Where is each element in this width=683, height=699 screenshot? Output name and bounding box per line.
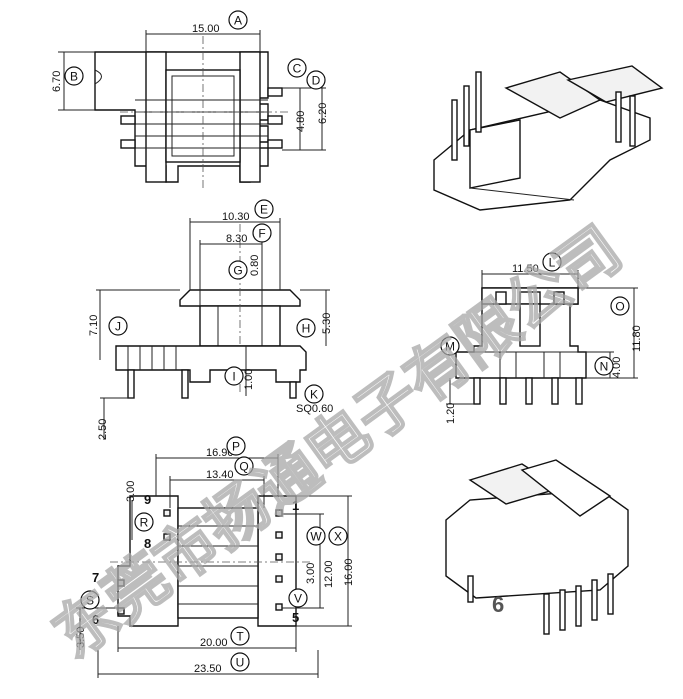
dim-A: 15.00 [192,23,220,35]
callout-circle-b [64,66,84,86]
callout-circle-j [108,316,128,336]
callout-circle-o [610,296,630,316]
dim-E: 10.30 [222,211,250,223]
dim-G: 0.80 [249,255,261,276]
callout-circle-e [254,199,274,219]
callout-circle-q [234,456,254,476]
callout-circle-p [226,436,246,456]
dim-U: 23.50 [194,663,222,675]
pin-8: 8 [144,536,151,551]
callout-letter-h: H [302,322,311,336]
dim-N: 4.00 [611,357,623,378]
pin-6: 6 [92,612,99,627]
dim-K-lower: 2.50 [97,419,109,440]
callout-letter-l: L [549,256,556,270]
callout-circle-d [306,70,326,90]
front-view-dimensions: 11.50 11.80 4.00 1.20 [445,263,643,424]
bottom-view [110,495,310,627]
callout-circle-g [228,260,248,280]
dim-O: 11.80 [631,325,643,352]
callout-circle-v [288,588,308,608]
top-view-dimensions: 15.00 6.70 4.80 6.20 [51,23,329,151]
callout-circle-i [224,366,244,386]
callout-circle-c [287,58,307,78]
callout-circle-s [80,590,100,610]
callout-letter-x: X [334,530,342,544]
isometric-bottom: 6 [445,459,629,635]
dim-L: 11.50 [512,263,539,275]
dim-X-outer: 16.00 [343,558,355,586]
side-view [115,224,307,399]
callout-circle-a [228,10,248,30]
top-view [94,36,290,190]
dim-F: 8.30 [226,233,247,245]
callout-letter-w: W [310,530,322,544]
callout-letter-o: O [615,300,624,314]
isometric-top [433,65,664,211]
dim-K: SQ0.60 [296,403,333,415]
dim-Q: 13.40 [206,469,234,481]
callout-letter-r: R [140,516,149,530]
callout-letter-q: Q [239,460,248,474]
callout-letter-v: V [294,592,302,606]
callout-circle-x [328,526,348,546]
callout-letter-k: K [310,388,318,402]
dim-H: 5.30 [321,313,333,334]
bottom-view-dimensions: 16.90 13.40 3.00 3.00 12.00 16.00 3.50 2… [75,447,355,678]
side-view-dimensions: 10.30 8.30 0.80 5.30 7.10 1.00 SQ0.60 2.… [88,211,333,440]
callout-circle-u [230,652,250,672]
callout-circle-r [134,512,154,532]
callout-letter-u: U [236,656,245,670]
callout-circle-m [440,336,460,356]
dim-R: 3.00 [125,481,137,502]
dim-CD2: 6.20 [317,103,329,124]
dim-B: 6.70 [51,71,63,92]
pin-labels: 1 5 6 7 8 9 [92,492,299,627]
model-number: 6 [492,592,504,617]
pin-7: 7 [92,570,99,585]
callout-letter-e: E [260,203,268,217]
callout-letter-a: A [234,14,242,28]
callout-letter-t: T [236,630,244,644]
callout-letter-d: D [312,74,321,88]
front-view [455,287,587,405]
dim-I: 1.00 [243,369,255,390]
callout-letter-s: S [86,594,94,608]
callout-letter-j: J [115,320,121,334]
callout-circle-f [252,223,272,243]
callout-letter-p: P [232,440,240,454]
dim-S: 3.50 [75,627,87,648]
callout-letter-i: I [232,370,235,384]
callout-letter-m: M [445,340,455,354]
pin-1: 1 [292,498,299,513]
callout-letter-b: B [70,70,78,84]
dim-M-lower: 1.20 [445,403,457,424]
callout-circle-h [296,318,316,338]
dim-P: 16.90 [206,447,234,459]
callout-circle-n [594,356,614,376]
dim-T: 20.00 [200,637,228,649]
callout-circle-k [304,384,324,404]
callout-letter-g: G [233,264,242,278]
dim-CD1: 4.80 [295,111,307,132]
pin-5: 5 [292,610,299,625]
dim-J: 7.10 [88,315,100,336]
callout-circle-t [230,626,250,646]
dim-W: 3.00 [305,563,317,584]
callout-letter-f: F [258,227,265,241]
pin-9: 9 [144,492,151,507]
callout-letter-c: C [293,62,302,76]
callout-letter-n: N [600,360,609,374]
callout-circle-l [542,252,562,272]
callout-circle-w [306,526,326,546]
dim-X: 12.00 [323,560,335,588]
